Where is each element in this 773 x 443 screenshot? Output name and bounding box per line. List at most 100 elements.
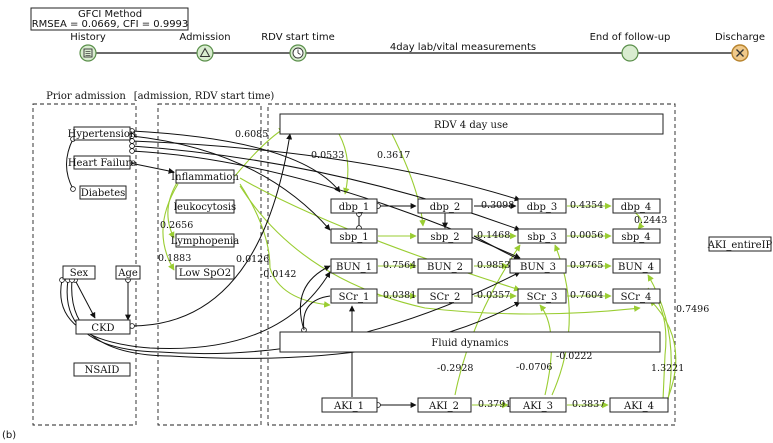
node-ckd[interactable]: CKD [75, 319, 131, 335]
coef-aki3-sbp3: -0.0222 [556, 351, 592, 362]
node-sex[interactable]: Sex [62, 265, 96, 280]
node-aki-3[interactable]: AKI_3 [509, 397, 567, 413]
coef-bun1-bun2: 0.7564 [383, 260, 416, 271]
clock-icon [289, 44, 307, 62]
svg-text:SCr_3: SCr_3 [527, 292, 558, 303]
svg-text:Inflammation: Inflammation [171, 172, 239, 183]
coef-aki2-sbp3: -0.2928 [437, 363, 473, 374]
svg-text:Age: Age [117, 268, 138, 279]
node-sbp-3[interactable]: sbp_3 [517, 228, 567, 244]
coef-aki4-bun4: 0.7496 [676, 304, 709, 315]
node-heart-failure[interactable]: Heart Failure [68, 155, 136, 170]
svg-text:AKI_4: AKI_4 [623, 401, 654, 412]
edge-hypertension-diabetes [66, 136, 76, 192]
coef-ckd-rdv: -0.0142 [260, 269, 296, 280]
node-dbp-2[interactable]: dbp_2 [417, 198, 473, 214]
edge-sbp2-bun3 [473, 235, 521, 261]
coef-rdv-dbp1: 0.0533 [311, 150, 344, 161]
edge-rdv-dbp1 [338, 133, 350, 195]
node-bun-2[interactable]: BUN_2 [417, 258, 473, 274]
coef-inflammation-lowspo2: 0.1883 [158, 253, 191, 264]
svg-text:BUN_4: BUN_4 [618, 262, 654, 273]
discharge-icon [731, 44, 749, 62]
coef-rdv-sbp2: 0.3617 [377, 150, 410, 161]
method-title: GFCI Method [78, 9, 142, 20]
coef-bun3-bun4: 0.9765 [570, 260, 603, 271]
node-low-spo2[interactable]: Low SpO2 [175, 265, 235, 280]
node-sbp-1[interactable]: sbp_1 [330, 228, 378, 244]
node-sbp-2[interactable]: sbp_2 [417, 228, 473, 244]
method-box: GFCI Method RMSEA = 0.0669, CFI = 0.9993 [30, 7, 189, 31]
node-lymphopenia[interactable]: Lymphopenia [171, 233, 239, 248]
node-scr-1[interactable]: SCr_1 [330, 288, 378, 304]
coef-aki3-scr3: -0.0706 [516, 362, 552, 373]
node-dbp-3[interactable]: dbp_3 [517, 198, 567, 214]
coef-aki4-scr4: 1.3221 [651, 363, 684, 374]
admission-icon [196, 44, 214, 62]
svg-text:BUN_2: BUN_2 [427, 262, 463, 273]
group-admission-window-label: [admission, RDV start time) [134, 91, 275, 102]
node-scr-4[interactable]: SCr_4 [612, 288, 661, 304]
svg-text:dbp_2: dbp_2 [430, 202, 461, 213]
milestone-history-label: History [70, 32, 106, 43]
svg-text:NSAID: NSAID [85, 365, 120, 376]
svg-text:BUN_1: BUN_1 [336, 262, 372, 273]
svg-text:AKI_3: AKI_3 [522, 401, 553, 412]
edge-sex-bun1 [59, 271, 331, 350]
group-prior-admission [32, 103, 137, 426]
edge-inflammation-scr1 [239, 183, 331, 308]
node-age[interactable]: Age [115, 265, 141, 280]
svg-text:Lymphopenia: Lymphopenia [171, 236, 239, 247]
node-aki-2[interactable]: AKI_2 [417, 397, 472, 413]
node-aki-1[interactable]: AKI_1 [321, 397, 378, 413]
svg-text:sbp_4: sbp_4 [621, 232, 650, 243]
svg-text:Sex: Sex [70, 268, 89, 279]
node-dbp-4[interactable]: dbp_4 [612, 198, 661, 214]
node-scr-2[interactable]: SCr_2 [417, 288, 473, 304]
node-scr-3[interactable]: SCr_3 [517, 288, 567, 304]
coef-scr2-scr3: 0.0357 [477, 290, 510, 301]
method-stats: RMSEA = 0.0669, CFI = 0.9993 [32, 19, 189, 30]
svg-text:Heart Failure: Heart Failure [68, 158, 136, 169]
edge-fluid-scr1 [303, 295, 331, 331]
coef-inflammation-scr: 0.0126 [236, 254, 269, 265]
group-prior-admission-label: Prior admission [46, 91, 126, 102]
edge-aki4-bun4 [647, 274, 672, 401]
svg-text:SCr_2: SCr_2 [430, 292, 461, 303]
coef-dbp4-sbp4: 0.2443 [634, 215, 667, 226]
svg-text:leukocytosis: leukocytosis [174, 202, 236, 213]
svg-text:AKI_2: AKI_2 [428, 401, 459, 412]
coef-scr1-scr2: 0.0381 [383, 290, 416, 301]
svg-text:SCr_4: SCr_4 [621, 292, 652, 303]
coef-dbp3-dbp4: 0.4354 [570, 200, 603, 211]
timeline: History Admission RDV start time End of … [70, 32, 765, 62]
edge-aki2-sbp3 [454, 244, 521, 396]
svg-text:sbp_2: sbp_2 [430, 232, 459, 243]
node-bun-3[interactable]: BUN_3 [509, 258, 567, 274]
node-bun-1[interactable]: BUN_1 [330, 258, 378, 274]
svg-text:SCr_1: SCr_1 [339, 292, 370, 303]
edge-coefficients: 0.6085 0.0533 0.3617 0.3098 0.4354 0.244… [158, 129, 709, 410]
edge-fluid-bun1 [299, 265, 331, 333]
svg-text:AKI_entireIP: AKI_entireIP [707, 240, 773, 251]
milestone-end-followup-label: End of follow-up [590, 32, 671, 43]
end-followup-icon [621, 44, 639, 62]
node-sbp-4[interactable]: sbp_4 [612, 228, 661, 244]
node-dbp-1[interactable]: dbp_1 [330, 198, 378, 214]
node-bun-4[interactable]: BUN_4 [612, 258, 661, 274]
history-icon [79, 44, 97, 62]
node-hypertension[interactable]: Hypertension [68, 126, 137, 141]
node-aki-entire-ip[interactable]: AKI_entireIP [707, 236, 773, 252]
coef-bun2-bun3: 0.9853 [477, 260, 510, 271]
svg-text:sbp_3: sbp_3 [527, 232, 556, 243]
svg-text:Diabetes: Diabetes [81, 188, 126, 199]
node-inflammation[interactable]: Inflammation [171, 169, 239, 184]
node-aki-4[interactable]: AKI_4 [609, 397, 669, 413]
node-leukocytosis[interactable]: leukocytosis [174, 199, 236, 214]
coef-aki2-aki3: 0.3791 [478, 399, 511, 410]
node-rdv-4-day-use[interactable]: RDV 4 day use [279, 113, 664, 135]
node-fluid-dynamics[interactable]: Fluid dynamics [279, 331, 661, 353]
node-nsaid[interactable]: NSAID [73, 362, 131, 377]
node-diabetes[interactable]: Diabetes [79, 185, 127, 200]
